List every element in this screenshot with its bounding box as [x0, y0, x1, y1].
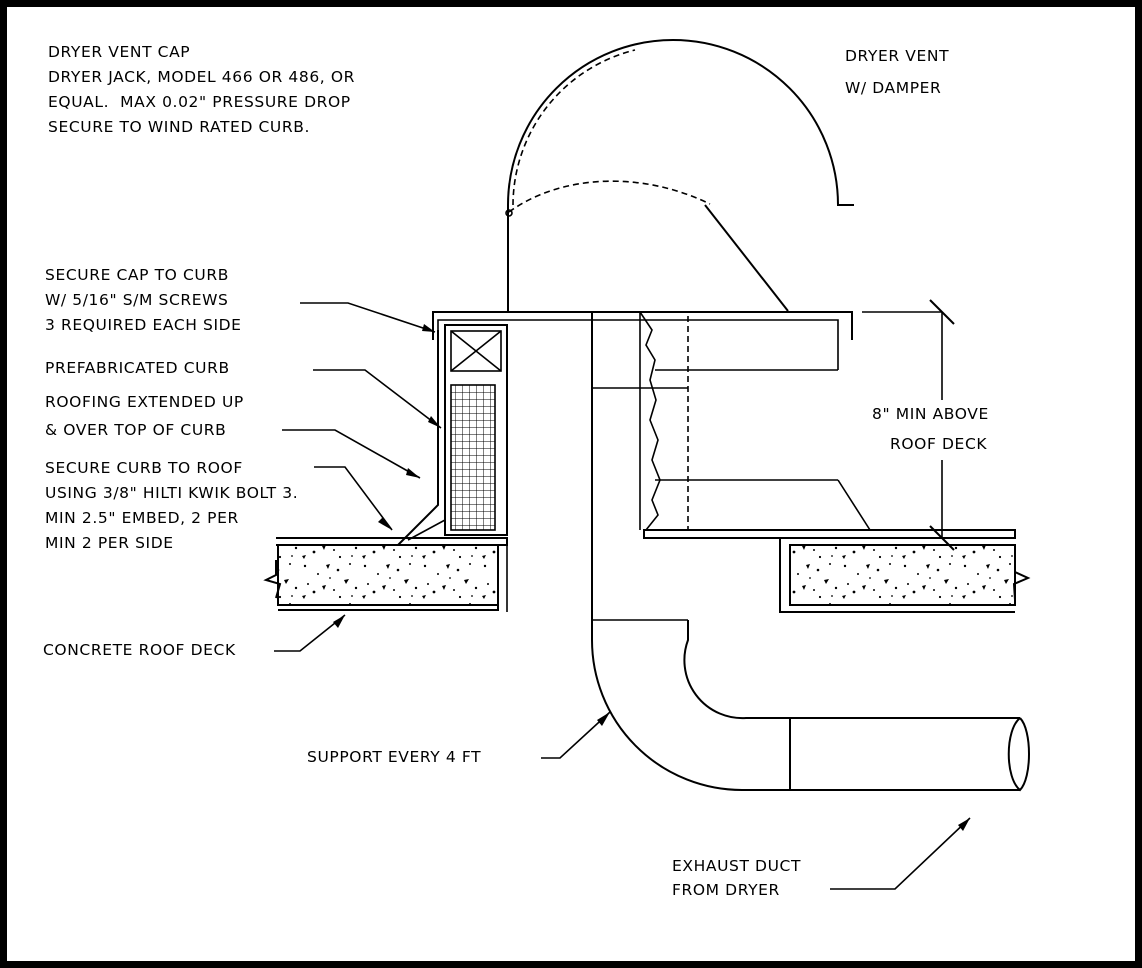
exhaust-label-2: FROM DRYER	[672, 881, 780, 899]
bolt-label-4: MIN 2 PER SIDE	[45, 534, 174, 552]
cap-pressure-label: EQUAL. MAX 0.02" PRESSURE DROP	[48, 93, 351, 111]
screws-label-2: W/ 5/16" S/M SCREWS	[45, 291, 229, 309]
screws-label-3: 3 REQUIRED EACH SIDE	[45, 316, 242, 334]
roof-membrane-left	[276, 537, 508, 546]
concrete-deck-left	[263, 544, 508, 612]
prefab-curb-label: PREFABRICATED CURB	[45, 359, 230, 377]
concrete-deck-right	[779, 538, 1031, 613]
bolt-label-2: USING 3/8" HILTI KWIK BOLT 3.	[45, 484, 299, 502]
roofing-label-2: & OVER TOP OF CURB	[45, 421, 227, 439]
height-label-1: 8" MIN ABOVE	[872, 405, 989, 423]
damper-label: W/ DAMPER	[845, 79, 942, 97]
roof-membrane-right	[643, 529, 1016, 539]
prefabricated-curb	[397, 324, 508, 546]
height-label-2: ROOF DECK	[890, 435, 988, 453]
dryer-vent-label: DRYER VENT	[845, 47, 950, 65]
cap-title-label: DRYER VENT CAP	[48, 43, 191, 61]
exhaust-elbow-duct	[591, 619, 1030, 792]
bolt-label-1: SECURE CURB TO ROOF	[45, 459, 243, 477]
cap-flange	[432, 311, 853, 370]
concrete-deck-label: CONCRETE ROOF DECK	[43, 641, 236, 659]
support-label: SUPPORT EVERY 4 FT	[307, 748, 482, 766]
vent-cap-hood	[505, 39, 854, 312]
cap-secure-label: SECURE TO WIND RATED CURB.	[48, 118, 311, 136]
cap-model-label: DRYER JACK, MODEL 466 OR 486, OR	[48, 68, 356, 86]
exhaust-label-1: EXHAUST DUCT	[672, 857, 802, 875]
height-dimension	[862, 299, 955, 551]
leader-lines	[274, 302, 971, 890]
roofing-label-1: ROOFING EXTENDED UP	[45, 393, 244, 411]
screws-label-1: SECURE CAP TO CURB	[45, 266, 229, 284]
vent-duct-section	[591, 311, 871, 620]
bolt-label-3: MIN 2.5" EMBED, 2 PER	[45, 509, 239, 527]
